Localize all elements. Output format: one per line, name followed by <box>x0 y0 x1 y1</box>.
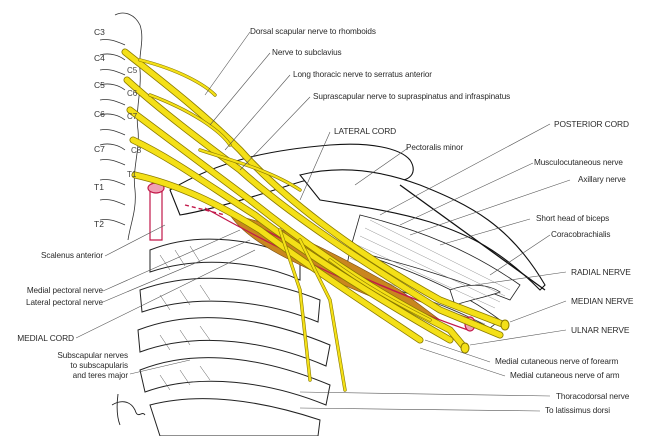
label-ulnar-nerve: ULNAR NERVE <box>571 325 630 335</box>
rib-3 <box>137 317 331 367</box>
level-c7: C7 <box>94 144 105 154</box>
root-label-c8: C8 <box>131 146 142 155</box>
root-label-c5: C5 <box>127 66 138 75</box>
label-long-thoracic: Long thoracic nerve to serratus anterior <box>293 70 432 79</box>
root-label-c7: C7 <box>127 112 138 121</box>
level-t2: T2 <box>94 219 104 229</box>
level-c5: C5 <box>94 80 105 90</box>
root-label-c6: C6 <box>127 89 138 98</box>
rib-5 <box>149 398 321 436</box>
label-thoracodorsal: Thoracodorsal nerve <box>556 392 630 401</box>
cervical-spine <box>99 12 143 241</box>
rib-1 <box>149 238 301 281</box>
label-subscapular-3: and teres major <box>72 371 128 380</box>
level-t1: T1 <box>94 182 104 192</box>
rib-4 <box>139 357 331 406</box>
label-lateral-cord: LATERAL CORD <box>334 126 397 136</box>
label-axillary: Axillary nerve <box>578 175 626 184</box>
label-radial-nerve: RADIAL NERVE <box>571 267 631 277</box>
label-lateral-pectoral: Lateral pectoral nerve <box>26 298 103 307</box>
label-medial-cutaneous-arm: Medial cutaneous nerve of arm <box>510 371 620 380</box>
ulnar-nerve-end <box>460 342 470 354</box>
short-head-biceps-muscle <box>349 214 521 301</box>
scapula <box>299 169 546 291</box>
level-c4: C4 <box>94 53 105 63</box>
median-nerve-end <box>500 319 510 331</box>
label-dorsal-scapular: Dorsal scapular nerve to rhomboids <box>250 27 376 36</box>
label-musculocutaneous: Musculocutaneous nerve <box>534 158 623 167</box>
pectoralis-minor-edge <box>399 184 546 291</box>
label-median-nerve: MEDIAN NERVE <box>571 296 634 306</box>
nerves <box>121 48 510 392</box>
label-nerve-subclavius: Nerve to subclavius <box>272 48 342 57</box>
label-short-head-biceps: Short head of biceps <box>536 214 610 223</box>
label-medial-cord: MEDIAL CORD <box>17 333 74 343</box>
level-c3: C3 <box>94 27 105 37</box>
label-medial-pectoral: Medial pectoral nerve <box>26 286 103 295</box>
tendon <box>449 284 501 306</box>
rib-cage <box>137 238 331 436</box>
level-c6: C6 <box>94 109 105 119</box>
label-pectoralis-minor: Pectoralis minor <box>406 143 464 152</box>
label-latissimus: To latissimus dorsi <box>545 406 610 415</box>
label-coracobrachialis: Coracobrachialis <box>551 230 611 239</box>
label-subscapular-2: to subscapularis <box>70 361 128 370</box>
label-subscapular-1: Subscapular nerves <box>57 351 128 360</box>
rib-hatching <box>159 245 211 391</box>
label-posterior-cord: POSTERIOR CORD <box>554 119 629 129</box>
leader-lines <box>75 31 571 412</box>
artist-signature <box>111 393 146 426</box>
label-suprascapular: Suprascapular nerve to supraspinatus and… <box>313 92 511 101</box>
label-medial-cutaneous-forearm: Medial cutaneous nerve of forearm <box>495 357 619 366</box>
root-label-t1: T1 <box>127 170 137 179</box>
label-scalenus-anterior: Scalenus anterior <box>40 251 103 260</box>
rib-2 <box>139 277 321 323</box>
